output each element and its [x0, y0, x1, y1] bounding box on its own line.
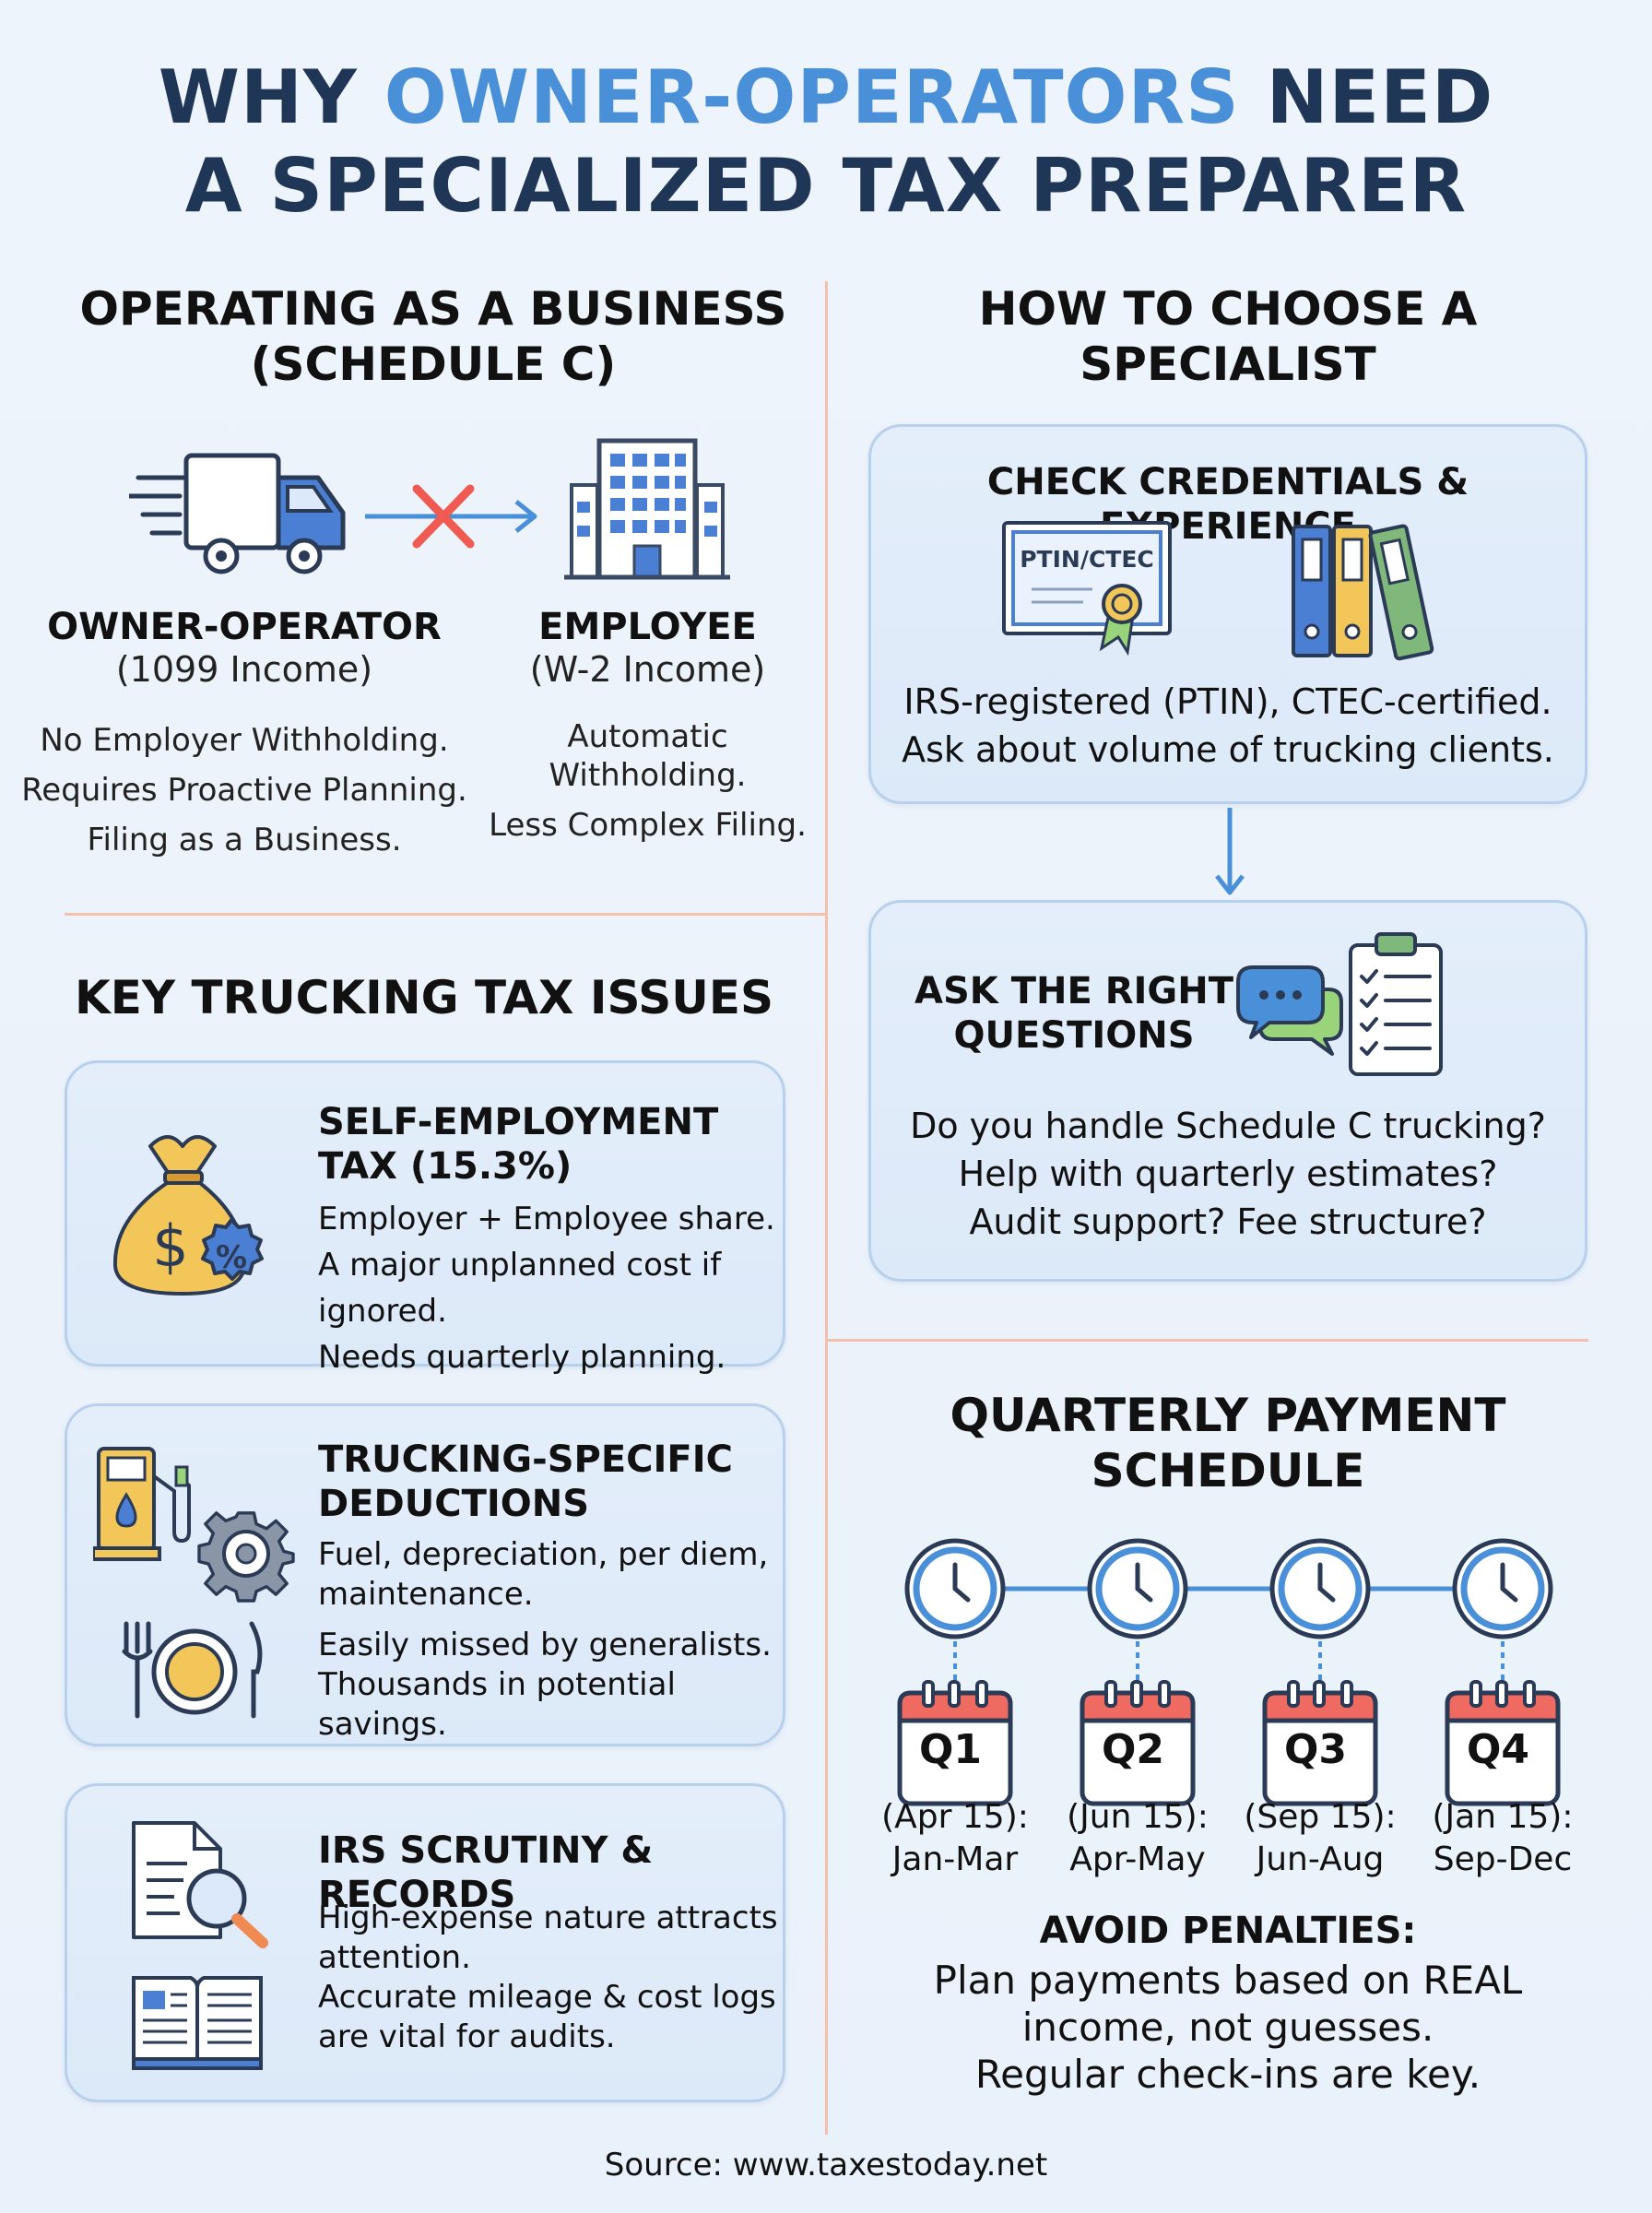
office-building-icon	[564, 438, 730, 580]
clock-icon-q2	[1087, 1538, 1188, 1639]
svg-text:%: %	[216, 1239, 247, 1276]
chat-bubbles-icon	[1236, 965, 1343, 1056]
q2-label: Q2	[1101, 1726, 1165, 1773]
checklist-icon	[1349, 932, 1443, 1076]
q4-label: Q4	[1466, 1726, 1530, 1773]
irs-scrutiny-text-2: Accurate mileage & cost logs are vital f…	[318, 1979, 776, 2055]
down-arrow-icon	[1215, 808, 1245, 895]
q3-dates: (Sep 15): Jun-Aug	[1244, 1798, 1397, 1878]
quarterly-section-title: QUARTERLY PAYMENT SCHEDULE	[950, 1389, 1506, 1497]
owner-operator-sub: (1099 Income)	[115, 649, 373, 690]
calendar-icon-q2	[1080, 1680, 1196, 1806]
q4-dates: (Jan 15): Sep-Dec	[1432, 1798, 1574, 1878]
fuel-pump-icon	[93, 1447, 191, 1561]
credentials-card: CHECK CREDENTIALS & EXPERIENCE PTIN/CTEC…	[868, 424, 1587, 804]
questions-card: ASK THE RIGHT QUESTIONS Do you handle Sc…	[868, 900, 1587, 1282]
avoid-penalties-text: Plan payments based on REAL income, not …	[933, 1958, 1523, 2097]
irs-scrutiny-card: IRS SCRUTINY & RECORDS High-expense natu…	[65, 1783, 785, 2102]
deductions-text-1: Fuel, depreciation, per diem, maintenanc…	[318, 1536, 769, 1613]
gear-icon	[197, 1511, 295, 1603]
blocked-arrow-icon	[365, 484, 537, 549]
owner-operator-label: OWNER-OPERATOR	[47, 606, 442, 648]
right-divider	[828, 1339, 1588, 1342]
q1-dates: (Apr 15): Jan-Mar	[881, 1798, 1029, 1878]
meal-plate-icon	[122, 1621, 263, 1719]
calendar-icon-q4	[1445, 1680, 1561, 1806]
owner-operator-text: No Employer Withholding. Requires Proact…	[21, 722, 467, 858]
q3-label: Q3	[1283, 1726, 1348, 1773]
employee-sub: (W-2 Income)	[529, 649, 766, 690]
credentials-title: CHECK CREDENTIALS & EXPERIENCE	[986, 461, 1469, 548]
choose-section-title: HOW TO CHOOSE A SPECIALIST	[978, 282, 1478, 391]
vertical-divider	[825, 281, 828, 2135]
avoid-penalties-title: AVOID PENALTIES:	[1039, 1910, 1417, 1952]
page-title: WHY OWNER-OPERATORS NEED A SPECIALIZED T…	[0, 53, 1652, 231]
clock-icon-q1	[904, 1538, 1006, 1639]
irs-scrutiny-title: IRS SCRUTINY & RECORDS	[318, 1829, 654, 1916]
svg-text:$: $	[152, 1213, 188, 1280]
calendar-icon-q3	[1262, 1680, 1378, 1806]
questions-title: ASK THE RIGHT QUESTIONS	[914, 970, 1233, 1057]
deductions-title: TRUCKING-SPECIFIC DEDUCTIONS	[318, 1438, 733, 1525]
certificate-label: PTIN/CTEC	[1020, 546, 1154, 573]
source-credit: Source: www.taxestoday.net	[604, 2147, 1048, 2183]
deductions-card: TRUCKING-SPECIFIC DEDUCTIONS Fuel, depre…	[65, 1403, 785, 1746]
self-employment-card: $ % SELF-EMPLOYMENT TAX (15.3%) Employer…	[65, 1060, 785, 1376]
clock-icon-q3	[1269, 1538, 1371, 1639]
deductions-text-2: Easily missed by generalists. Thousands …	[318, 1627, 772, 1743]
questions-text: Do you handle Schedule C trucking? Help …	[910, 1106, 1546, 1242]
left-divider	[65, 913, 825, 916]
clock-icon-q4	[1452, 1538, 1553, 1639]
self-employment-text: Employer + Employee share. A major unpla…	[318, 1201, 775, 1376]
credentials-text: IRS-registered (PTIN), CTEC-certified. A…	[902, 681, 1554, 770]
document-search-icon	[132, 1821, 268, 1948]
employee-text: Automatic Withholding. Less Complex Fili…	[489, 718, 807, 844]
truck-icon	[129, 453, 346, 574]
certificate-icon: PTIN/CTEC	[1002, 521, 1172, 657]
quarterly-timeline	[897, 1538, 1561, 1806]
q2-dates: (Jun 15): Apr-May	[1067, 1798, 1209, 1878]
title-accent: OWNER-OPERATORS	[384, 54, 1240, 140]
business-section-title: OPERATING AS A BUSINESS (SCHEDULE C)	[79, 282, 787, 391]
open-book-icon	[132, 1976, 263, 2070]
title-line-2: A SPECIALIZED TAX PREPARER	[184, 143, 1468, 229]
self-employment-title: SELF-EMPLOYMENT TAX (15.3%)	[318, 1101, 719, 1188]
title-line-1: WHY OWNER-OPERATORS NEED	[158, 54, 1494, 140]
q1-label: Q1	[918, 1726, 983, 1773]
money-bag-icon: $ %	[112, 1135, 264, 1296]
issues-section-title: KEY TRUCKING TAX ISSUES	[74, 971, 774, 1024]
employee-label: EMPLOYEE	[538, 606, 757, 648]
binders-icon	[1292, 524, 1434, 661]
irs-scrutiny-text-1: High-expense nature attracts attention.	[318, 1899, 778, 1976]
calendar-icon-q1	[897, 1680, 1013, 1806]
